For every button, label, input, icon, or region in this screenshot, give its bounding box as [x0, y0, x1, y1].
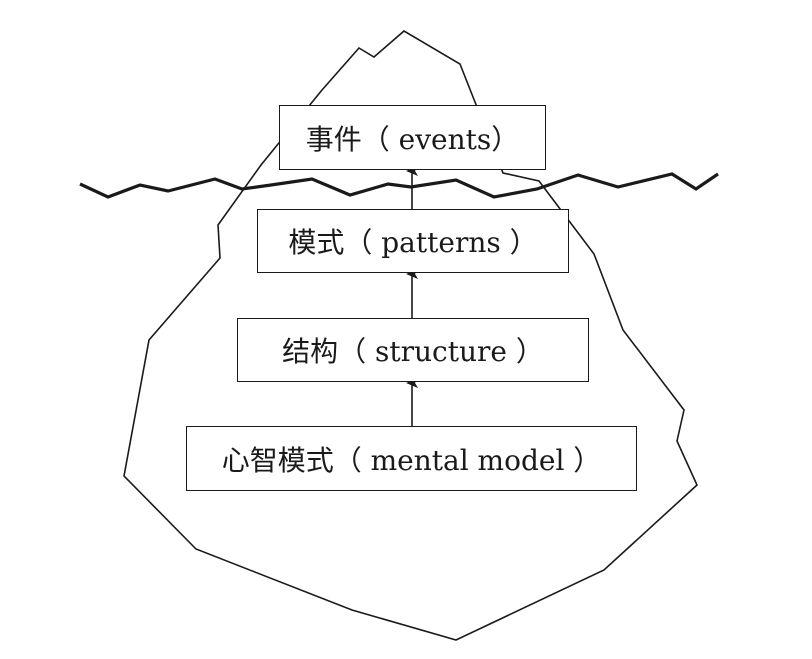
structure-label: 结构（ structure ） — [282, 335, 544, 368]
mental-model-label: 心智模式（ mental model ） — [221, 443, 602, 477]
waterline — [79, 172, 719, 199]
box-events: 事件（ events） — [279, 105, 546, 170]
box-mental-model: 心智模式（ mental model ） — [186, 426, 637, 491]
patterns-label: 模式（ patterns ） — [288, 226, 538, 259]
events-label: 事件（ events） — [305, 122, 520, 156]
box-structure: 结构（ structure ） — [237, 318, 589, 382]
box-patterns: 模式（ patterns ） — [257, 209, 569, 273]
